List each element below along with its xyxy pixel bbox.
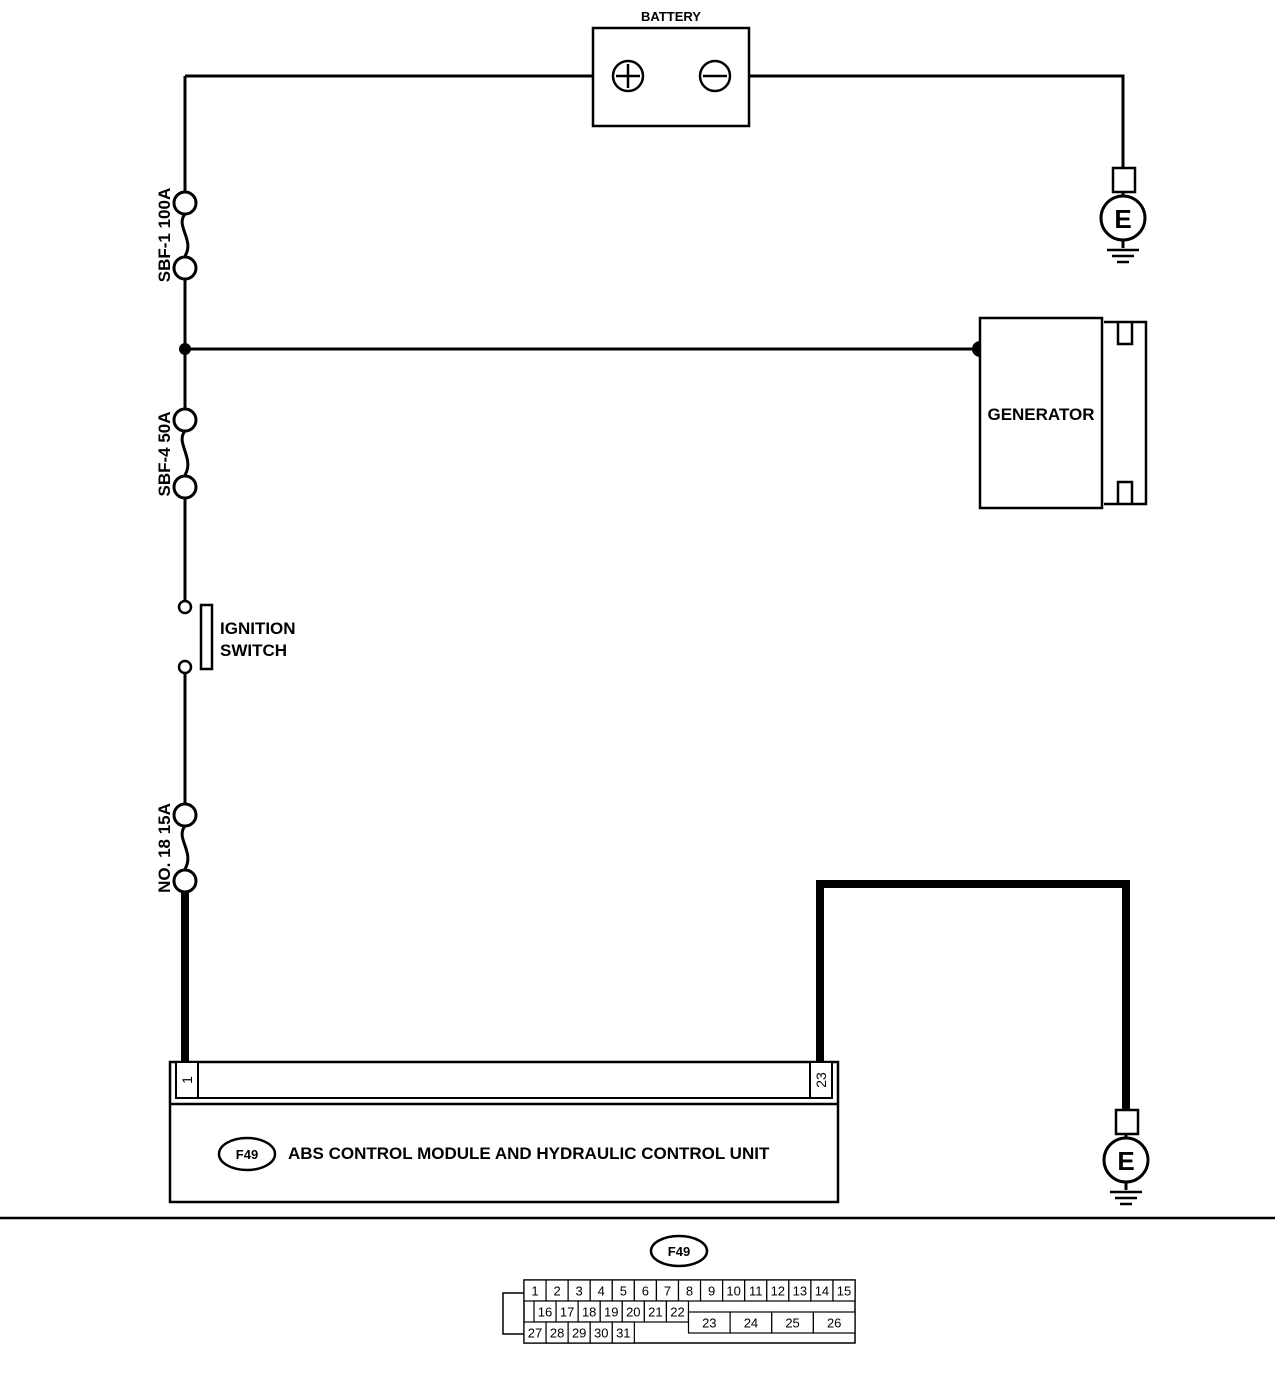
module-label: ABS CONTROL MODULE AND HYDRAULIC CONTROL… <box>288 1144 770 1163</box>
wire-battery-positive <box>183 74 612 192</box>
connector-pin-22-label: 22 <box>670 1305 684 1320</box>
connector-pin-30-label: 30 <box>594 1326 608 1341</box>
ignition-switch: IGNITION SWITCH <box>177 599 296 675</box>
connector-pin-12-label: 12 <box>771 1284 785 1299</box>
module-pin-1: 1 <box>179 1076 195 1084</box>
connector-pin-9-label: 9 <box>708 1284 715 1299</box>
fuse-sbf1-label: SBF-1 100A <box>155 188 174 282</box>
connector-pin-15-label: 15 <box>837 1284 851 1299</box>
connector-pin-1-label: 1 <box>531 1284 538 1299</box>
connector-pin-4-label: 4 <box>598 1284 605 1299</box>
connector-pin-6-label: 6 <box>642 1284 649 1299</box>
connector-pin-26-label: 26 <box>827 1316 841 1331</box>
connector-pin-11-label: 11 <box>749 1284 763 1299</box>
connector-pin-17-label: 17 <box>560 1305 574 1320</box>
abs-module: 1 23 F49 ABS CONTROL MODULE AND HYDRAULI… <box>168 1060 840 1204</box>
connector-pin-23-label: 23 <box>702 1316 716 1331</box>
connector-pin-8-label: 8 <box>686 1284 693 1299</box>
connector-pin-10-label: 10 <box>726 1284 740 1299</box>
connector-pin-5-label: 5 <box>620 1284 627 1299</box>
connector-pin-24-label: 24 <box>744 1316 758 1331</box>
generator-label: GENERATOR <box>987 405 1094 424</box>
connector-pin-31-label: 31 <box>616 1326 630 1341</box>
ground-bottom: E <box>1102 1108 1150 1206</box>
module-pin-23: 23 <box>813 1072 829 1088</box>
connector-pin-15-cell <box>832 1279 856 1302</box>
ignition-switch-label-line2: SWITCH <box>220 641 287 660</box>
connector-pin-29-label: 29 <box>572 1326 586 1341</box>
fuse-sbf4: SBF-4 50A <box>155 407 198 500</box>
ground-top: E <box>1099 166 1147 264</box>
ignition-switch-label-line1: IGNITION <box>220 619 296 638</box>
battery: BATTERY <box>591 9 751 128</box>
connector-pin-31-cell <box>611 1321 635 1344</box>
wires <box>183 74 1125 806</box>
connector-view-id: F49 <box>668 1244 690 1259</box>
connector-pin-28-label: 28 <box>550 1326 564 1341</box>
connector-pin-27-label: 27 <box>528 1326 542 1341</box>
wire-pin23-to-ground <box>816 880 1130 1110</box>
connector-pin-3-label: 3 <box>576 1284 583 1299</box>
connector-pin-26-cell <box>812 1311 856 1334</box>
connector-pin-16-label: 16 <box>538 1305 552 1320</box>
fuse-no18: NO. 18 15A <box>155 802 198 894</box>
connector-pin-21-label: 21 <box>648 1305 662 1320</box>
junction-dot <box>179 343 191 355</box>
module-connector-id: F49 <box>236 1147 258 1162</box>
fuse-sbf4-label: SBF-4 50A <box>155 411 174 496</box>
connector-pin-25-label: 25 <box>785 1316 799 1331</box>
battery-label: BATTERY <box>641 9 701 24</box>
connector-pin-19-label: 19 <box>604 1305 618 1320</box>
wire-battery-negative <box>734 74 1125 168</box>
connector-pin-18-label: 18 <box>582 1305 596 1320</box>
connector-pin-20-label: 20 <box>626 1305 640 1320</box>
generator: GENERATOR <box>978 316 1148 510</box>
connector-pin-13-label: 13 <box>793 1284 807 1299</box>
fuse-no18-label: NO. 18 15A <box>155 803 174 893</box>
connector-pin-7-label: 7 <box>664 1284 671 1299</box>
ground-top-symbol: E <box>1114 204 1131 234</box>
fuse-sbf1: SBF-1 100A <box>155 188 198 282</box>
harness-wires <box>181 880 1130 1110</box>
ground-bottom-symbol: E <box>1117 1146 1134 1176</box>
connector-pin-2-label: 2 <box>553 1284 560 1299</box>
connector-pin-14-label: 14 <box>815 1284 829 1299</box>
